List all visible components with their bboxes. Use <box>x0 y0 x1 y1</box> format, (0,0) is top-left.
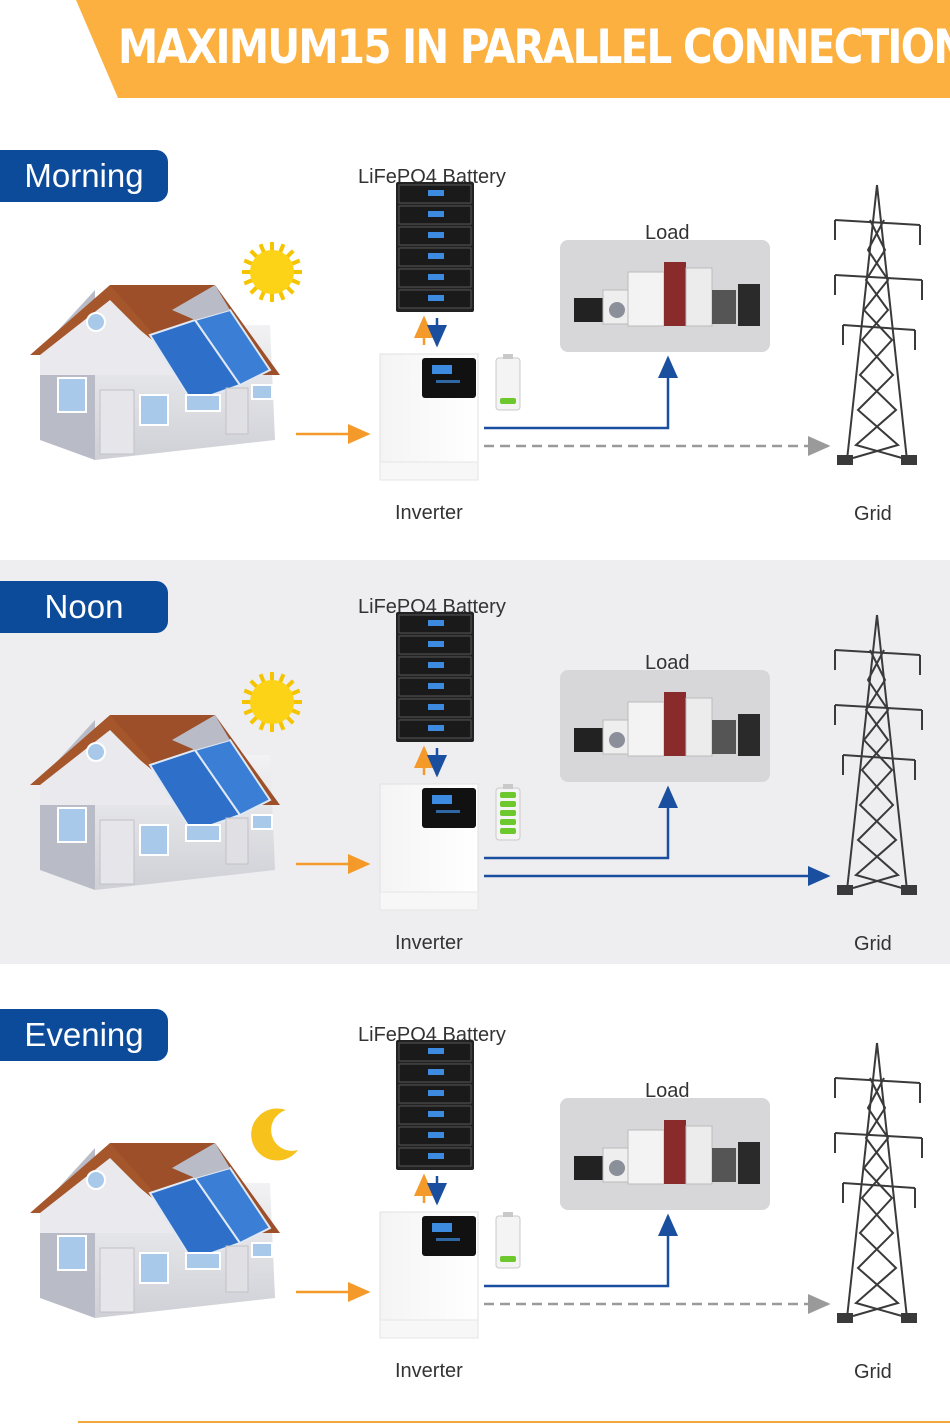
grid-label: Grid <box>854 933 892 955</box>
battery-module-display <box>428 253 444 259</box>
page-title: MAXIMUM15 IN PARALLEL CONNECTIONS <box>118 20 950 75</box>
battery-level-bar <box>500 828 516 834</box>
battery-level-bar <box>500 792 516 798</box>
battery-stack-icon <box>396 1040 474 1170</box>
house-icon <box>30 1143 280 1318</box>
scene-noon: Noon LiFePO4 Battery Load Inverter Grid <box>0 570 950 990</box>
load-label: Load <box>645 1080 690 1102</box>
sun-icon <box>242 242 302 302</box>
load-flow-arrow <box>484 785 678 860</box>
battery-module-display <box>428 704 444 710</box>
battery-level-bar <box>500 398 516 404</box>
inverter-icon <box>379 783 479 911</box>
battery-level-bar <box>500 1256 516 1262</box>
load-appliances-icon <box>560 1098 770 1210</box>
battery-module-display <box>428 274 444 280</box>
inverter-icon <box>379 353 479 481</box>
battery-level-icon <box>495 784 521 841</box>
battery-module-display <box>428 1111 444 1117</box>
load-flow-arrow <box>484 1213 678 1288</box>
sun-icon <box>242 672 302 732</box>
inverter-label: Inverter <box>395 1360 463 1382</box>
battery-module-display <box>428 1069 444 1075</box>
scene-diagram <box>30 1040 923 1339</box>
battery-module-display <box>428 1090 444 1096</box>
inverter-label: Inverter <box>395 502 463 524</box>
scene-diagram <box>30 182 923 481</box>
scene-morning: Morning LiFePO4 Battery Load Inverter Gr… <box>0 140 950 560</box>
battery-module-display <box>428 1132 444 1138</box>
battery-module-display <box>428 1153 444 1159</box>
battery-level-icon <box>495 1212 521 1269</box>
battery-module-display <box>428 662 444 668</box>
load-flow-arrow <box>484 355 678 430</box>
battery-module-display <box>428 725 444 731</box>
battery-module-display <box>428 295 444 301</box>
header-banner: MAXIMUM15 IN PARALLEL CONNECTIONS <box>0 0 950 98</box>
load-label: Load <box>645 652 690 674</box>
battery-module-display <box>428 1048 444 1054</box>
load-appliances-icon <box>560 670 770 782</box>
banner-shape <box>76 0 950 98</box>
bottom-rule <box>78 1421 950 1423</box>
battery-module-display <box>428 641 444 647</box>
battery-stack-icon <box>396 612 474 742</box>
transmission-tower-icon <box>834 1042 923 1323</box>
moon-icon <box>251 1108 298 1161</box>
house-icon <box>30 715 280 890</box>
battery-module-display <box>428 190 444 196</box>
inverter-icon <box>379 1211 479 1339</box>
transmission-tower-icon <box>834 614 923 895</box>
battery-stack-icon <box>396 182 474 312</box>
transmission-tower-icon <box>834 184 923 465</box>
battery-module-display <box>428 232 444 238</box>
load-label: Load <box>645 222 690 244</box>
grid-label: Grid <box>854 1361 892 1383</box>
battery-level-bar <box>500 819 516 825</box>
grid-label: Grid <box>854 503 892 525</box>
battery-module-display <box>428 620 444 626</box>
load-appliances-icon <box>560 240 770 352</box>
battery-level-bar <box>500 810 516 816</box>
scene-evening: Evening LiFePO4 Battery Load Inverter Gr… <box>0 998 950 1418</box>
time-of-day-label: Noon <box>0 581 168 633</box>
house-icon <box>30 285 280 460</box>
scene-diagram <box>30 612 923 911</box>
battery-level-icon <box>495 354 521 411</box>
battery-module-display <box>428 683 444 689</box>
battery-module-display <box>428 211 444 217</box>
time-of-day-label: Evening <box>0 1009 168 1061</box>
inverter-label: Inverter <box>395 932 463 954</box>
battery-level-bar <box>500 801 516 807</box>
time-of-day-label: Morning <box>0 150 168 202</box>
